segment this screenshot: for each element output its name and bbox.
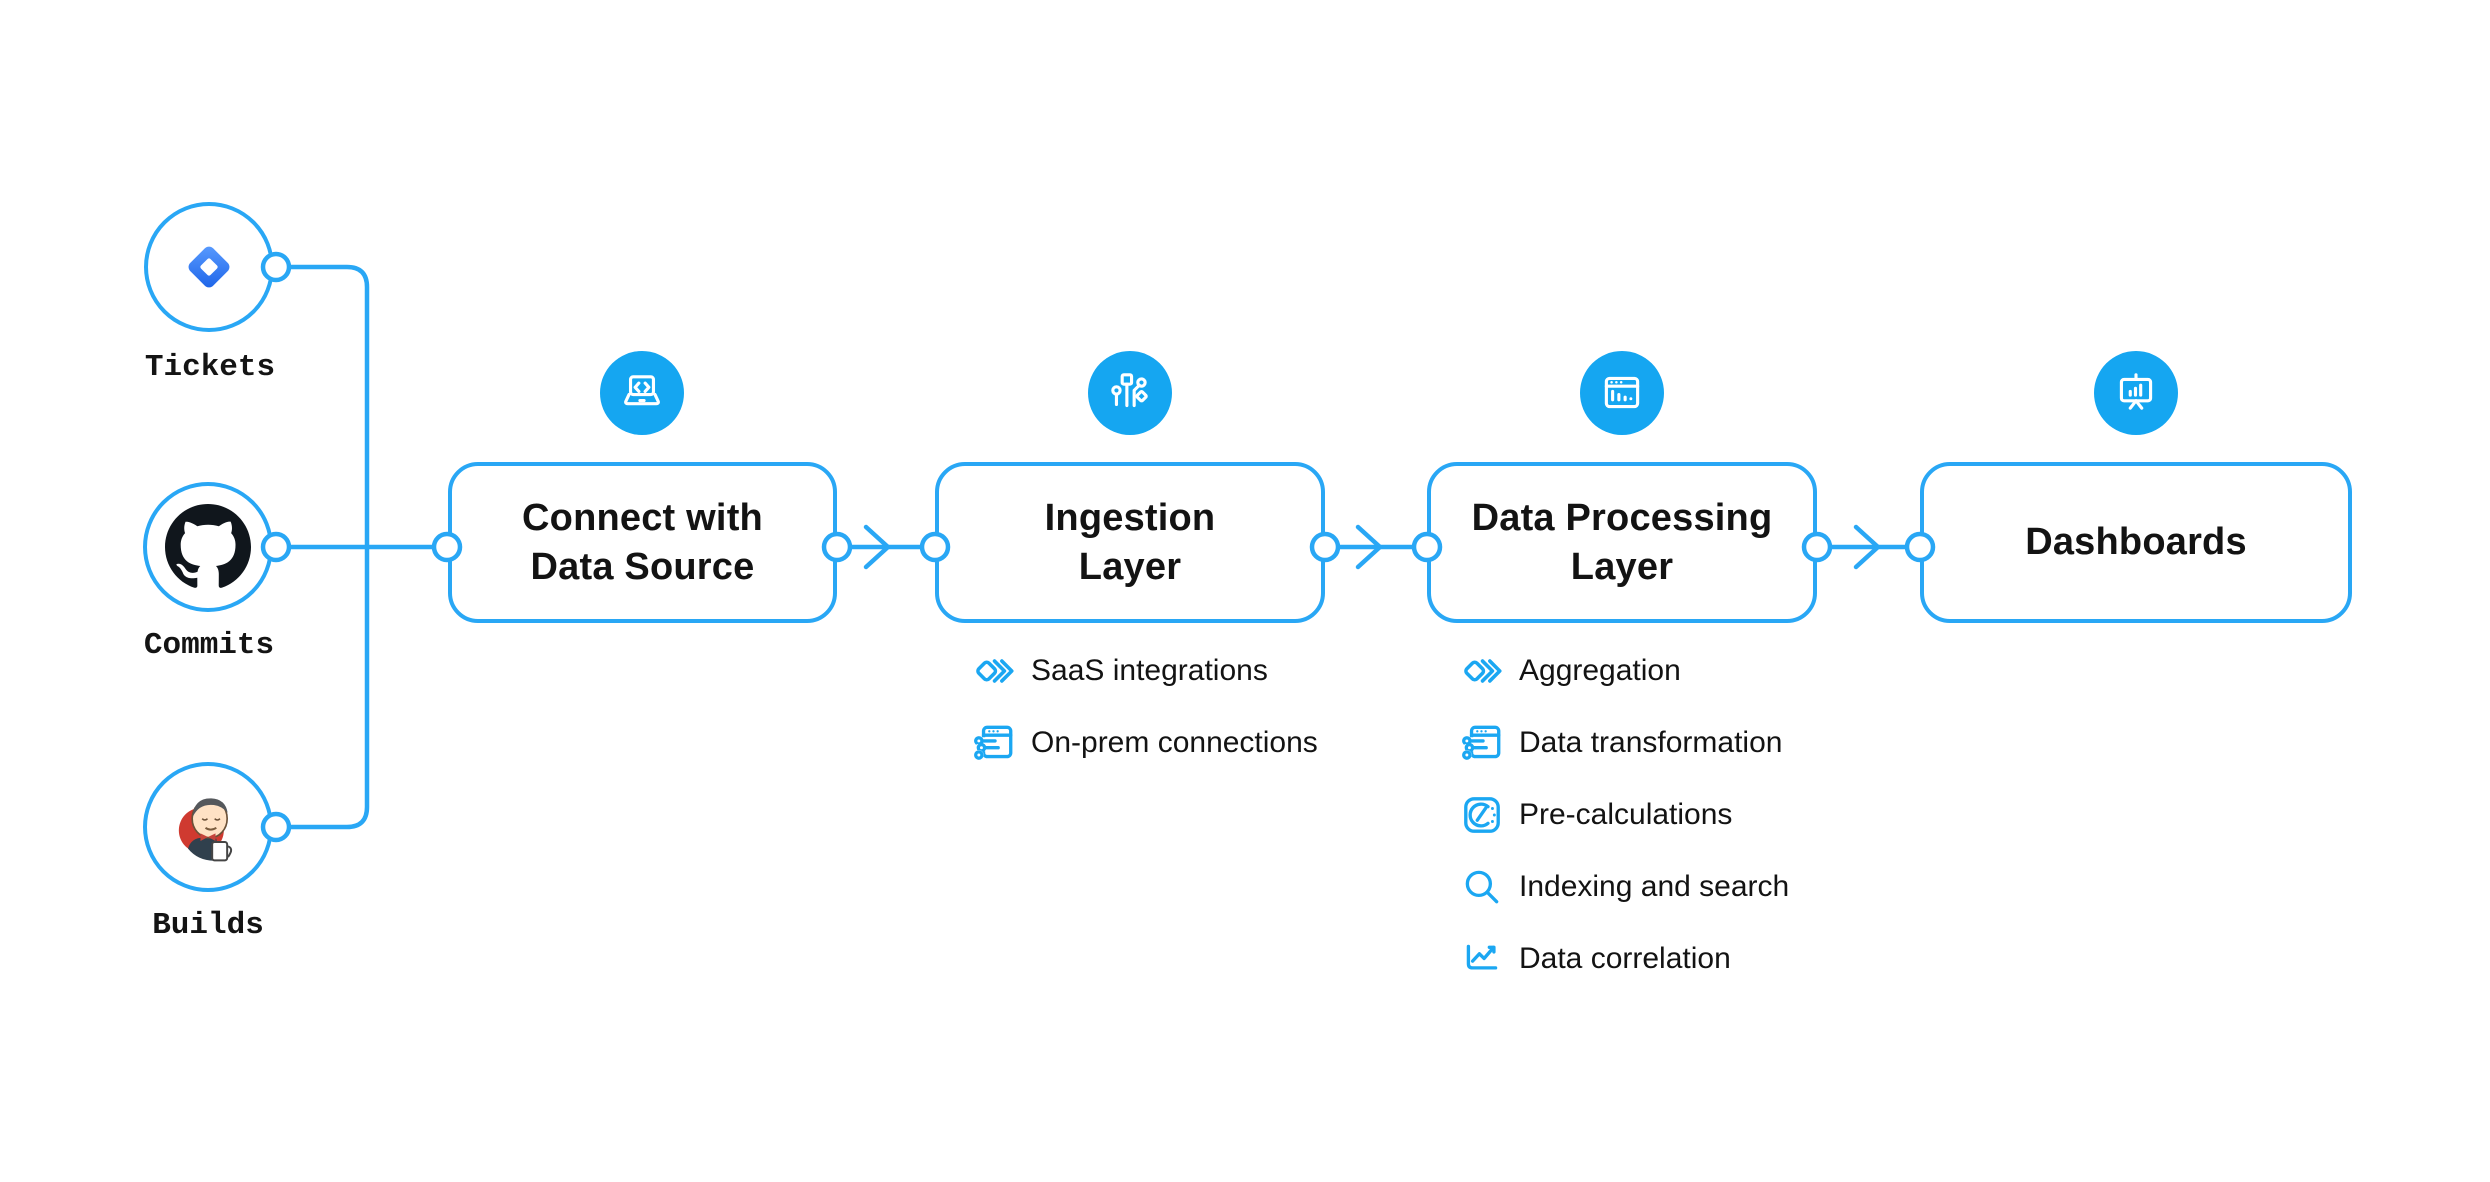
stage-title-connect: Connect with Data Source bbox=[522, 496, 763, 588]
stage-icon-dashboards bbox=[2094, 351, 2178, 435]
github-icon bbox=[165, 504, 251, 588]
circuit-icon bbox=[1111, 373, 1148, 408]
feature-label: SaaS integrations bbox=[1031, 654, 1268, 687]
stage-box-connect: Connect with Data Source bbox=[448, 462, 837, 623]
stage-box-processing: Data Processing Layer bbox=[1427, 462, 1817, 623]
gauge-icon bbox=[1459, 792, 1505, 838]
list-item: On-prem connections bbox=[971, 720, 1318, 766]
feature-label: Aggregation bbox=[1519, 654, 1681, 687]
feature-label: Data transformation bbox=[1519, 726, 1783, 759]
list-item: Data correlation bbox=[1459, 936, 1789, 982]
arrow-head-1 bbox=[863, 524, 891, 570]
source-builds-label: Builds bbox=[152, 908, 264, 943]
stage-title-dashboards: Dashboards bbox=[2025, 521, 2247, 564]
line-chart-icon bbox=[1459, 936, 1505, 982]
list-item: Pre-calculations bbox=[1459, 792, 1789, 838]
ingestion-feature-list: SaaS integrations bbox=[971, 648, 1318, 792]
jira-icon bbox=[188, 246, 230, 288]
connector-builds bbox=[276, 547, 370, 830]
connector-tickets bbox=[276, 264, 370, 547]
stage-title-processing: Data Processing Layer bbox=[1471, 496, 1773, 588]
list-item: Data transformation bbox=[1459, 720, 1789, 766]
presentation-chart-icon bbox=[2119, 373, 2153, 410]
feature-label: On-prem connections bbox=[1031, 726, 1318, 759]
laptop-code-icon bbox=[624, 375, 660, 406]
search-icon bbox=[1459, 864, 1505, 910]
stage-icon-ingestion bbox=[1088, 351, 1172, 435]
feature-label: Pre-calculations bbox=[1519, 798, 1733, 831]
list-item: SaaS integrations bbox=[971, 648, 1318, 694]
arrow-head-3 bbox=[1853, 524, 1881, 570]
stage-icon-connect bbox=[600, 351, 684, 435]
feature-label: Indexing and search bbox=[1519, 870, 1790, 903]
window-sliders-icon bbox=[971, 720, 1017, 766]
stage-box-ingestion: Ingestion Layer bbox=[935, 462, 1325, 623]
list-item: Indexing and search bbox=[1459, 864, 1789, 910]
window-chart-icon bbox=[1604, 376, 1640, 409]
stage-title-ingestion: Ingestion Layer bbox=[1044, 496, 1216, 588]
stage-icon-processing bbox=[1580, 351, 1664, 435]
source-commits bbox=[143, 482, 273, 612]
processing-feature-list: Aggregation bbox=[1459, 648, 1789, 1008]
source-commits-label: Commits bbox=[143, 628, 275, 663]
source-tickets-label: Tickets bbox=[144, 350, 276, 385]
source-builds bbox=[143, 762, 273, 892]
window-sliders-icon bbox=[1459, 720, 1505, 766]
arrow-head-2 bbox=[1355, 524, 1383, 570]
jenkins-icon bbox=[178, 798, 233, 862]
diamonds-icon bbox=[1459, 648, 1505, 694]
source-tickets bbox=[144, 202, 274, 332]
list-item: Aggregation bbox=[1459, 648, 1789, 694]
feature-label: Data correlation bbox=[1519, 942, 1731, 975]
diamonds-icon bbox=[971, 648, 1017, 694]
stage-box-dashboards: Dashboards bbox=[1920, 462, 2352, 623]
